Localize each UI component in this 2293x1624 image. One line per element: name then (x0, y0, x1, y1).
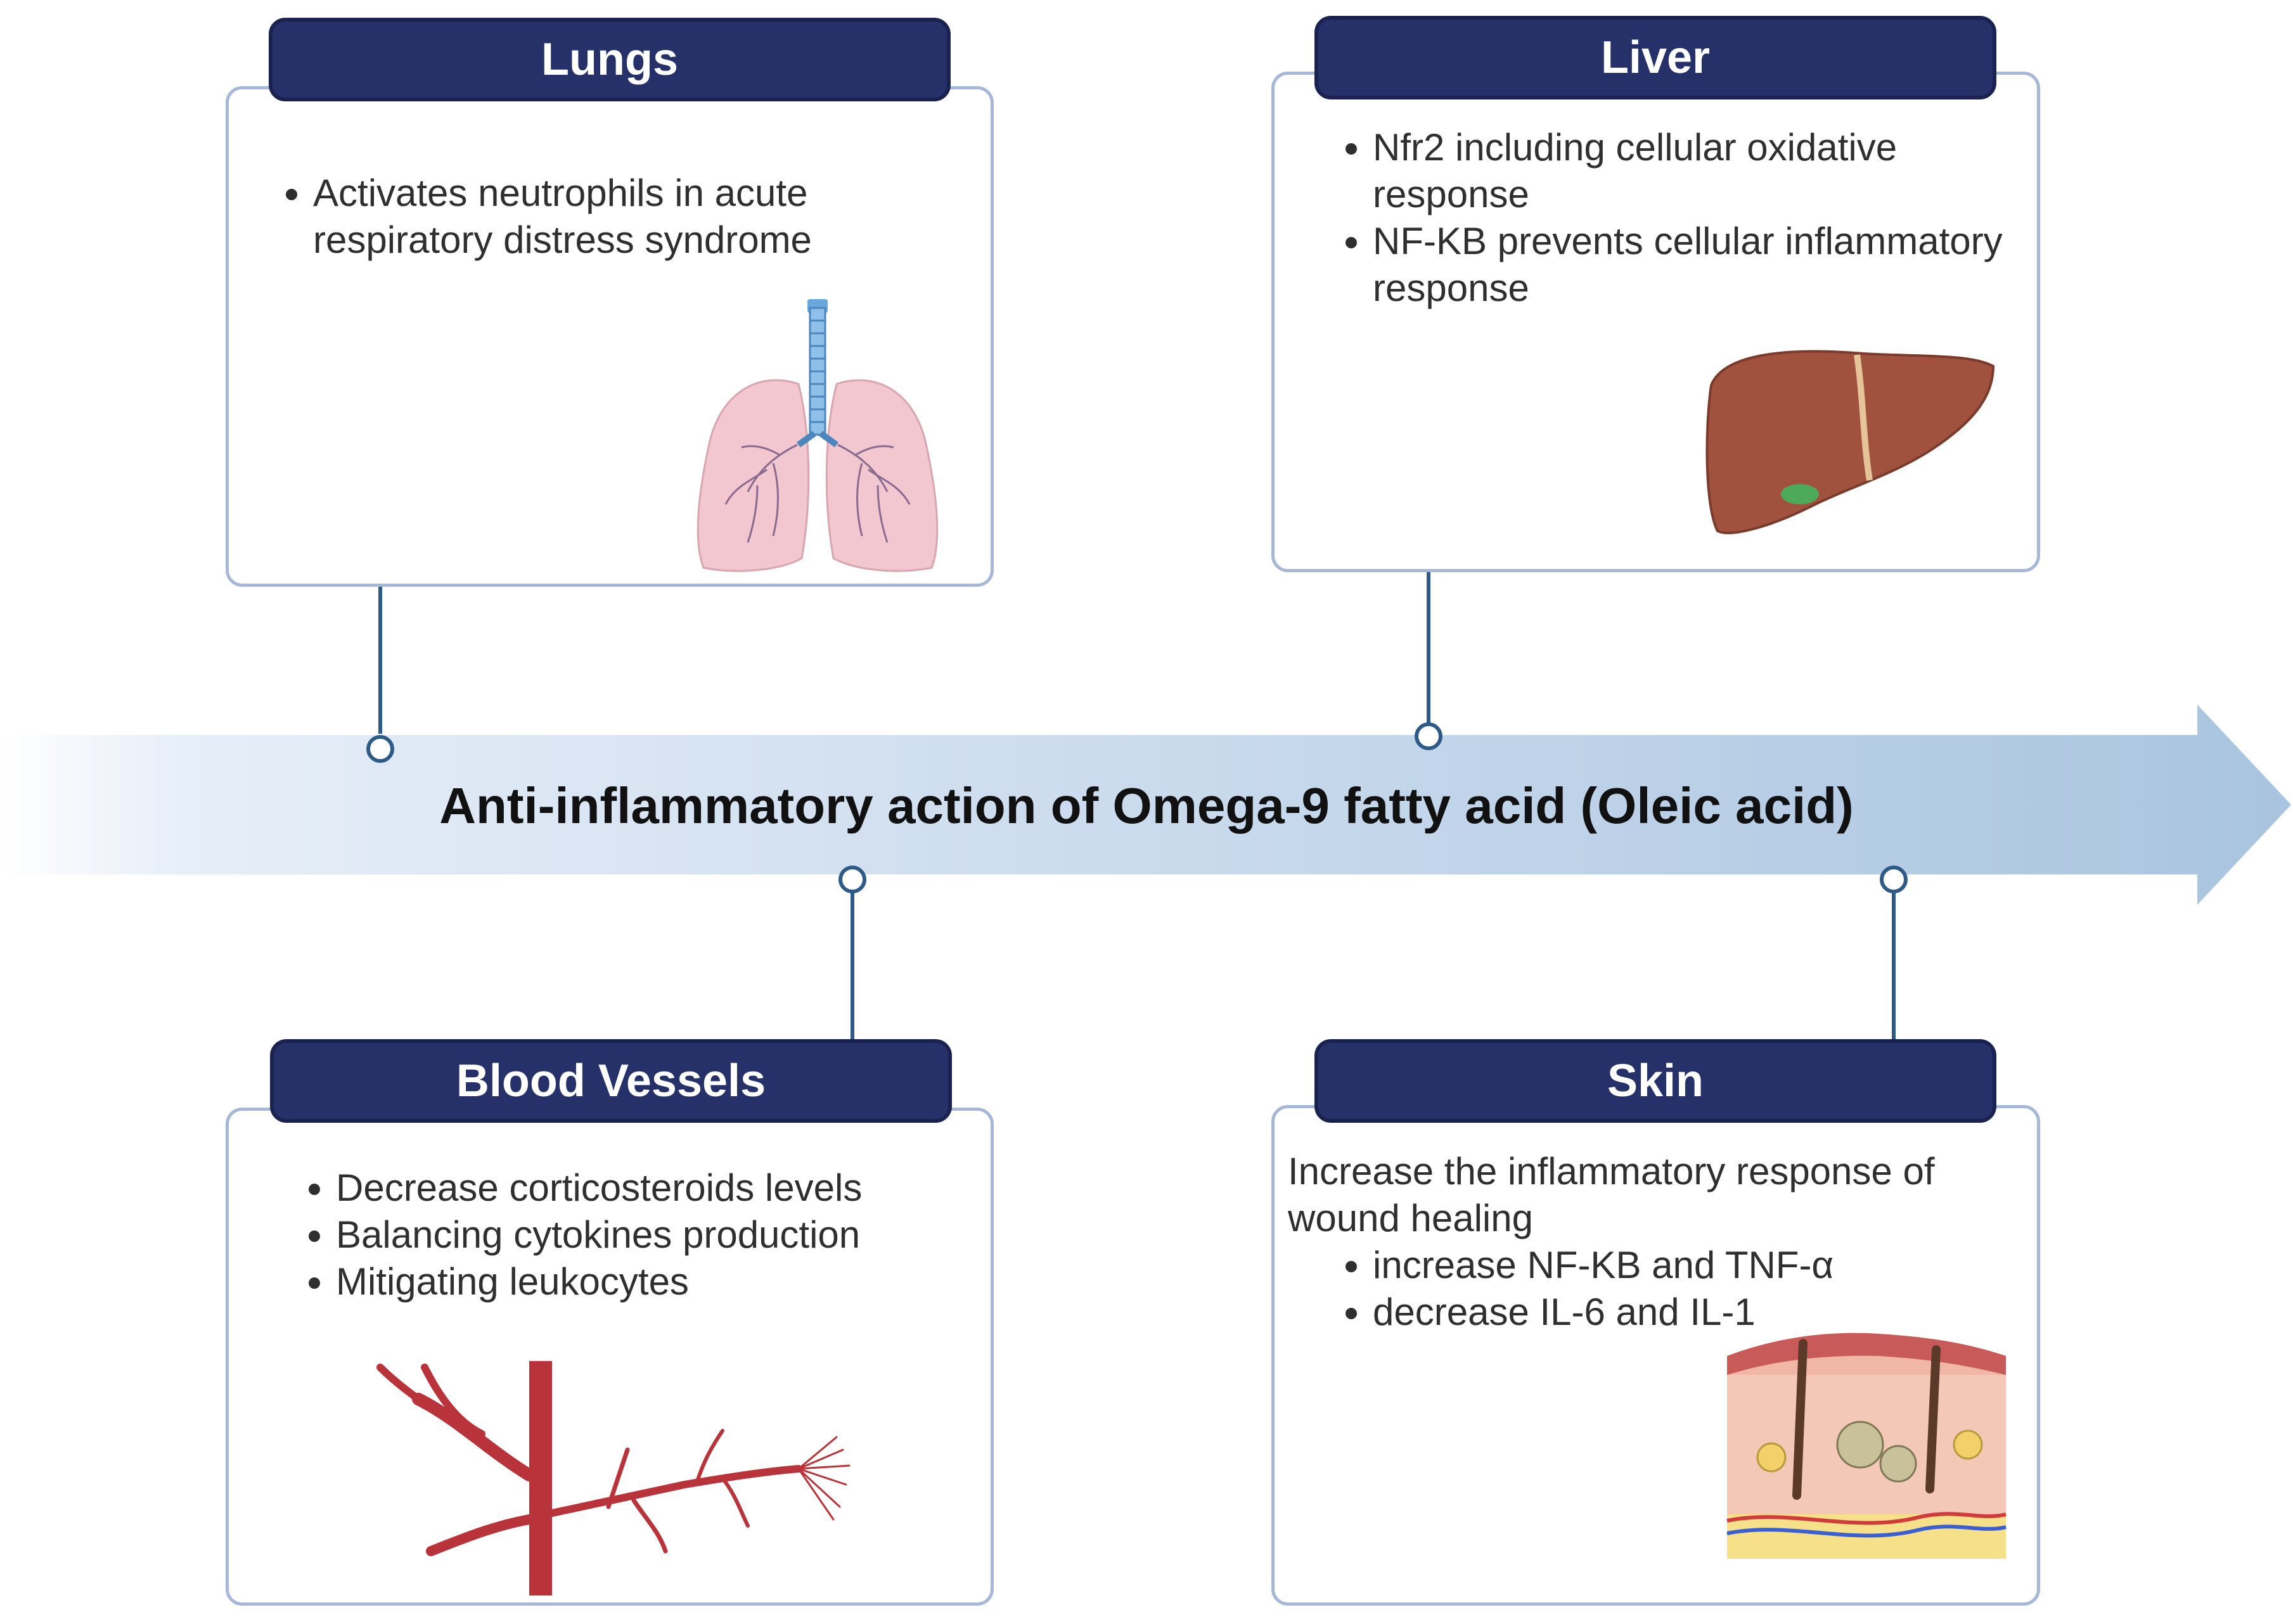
connector-knob-lungs (366, 735, 394, 763)
list-item: Nfr2 including cellular oxidative respon… (1373, 124, 2064, 218)
list-item: Activates neutrophils in acute respirato… (313, 170, 985, 264)
skin-bullet-list: increase NF-KB and TNF-α decrease IL-6 a… (1333, 1242, 2057, 1336)
connector-liver (1427, 572, 1430, 724)
connector-skin (1892, 892, 1896, 1044)
blood-vessel-icon (376, 1361, 851, 1595)
liver-bullet-list: Nfr2 including cellular oxidative respon… (1333, 124, 2064, 312)
list-item: Mitigating leukocytes (336, 1258, 1020, 1305)
list-item: Decrease corticosteroids levels (336, 1165, 1020, 1212)
connector-knob-liver (1415, 722, 1442, 750)
skin-intro-text: Increase the inflammatory response of wo… (1288, 1150, 1935, 1239)
skin-title: Skin (1314, 1039, 1996, 1123)
lungs-title: Lungs (269, 18, 951, 101)
lungs-icon (697, 299, 939, 572)
list-item: decrease IL-6 and IL-1 (1373, 1289, 2057, 1336)
blood-vessels-panel (226, 1108, 994, 1606)
skin-cross-section-icon (1726, 1333, 2007, 1559)
liver-panel (1271, 72, 2040, 572)
list-item: increase NF-KB and TNF-α (1373, 1242, 2057, 1289)
connector-blood-vessels (851, 892, 854, 1044)
connector-lungs (378, 587, 382, 734)
blood-vessels-title: Blood Vessels (270, 1039, 952, 1123)
list-item: NF-KB prevents cellular inflammatory res… (1373, 218, 2064, 312)
blood-vessels-bullet-list: Decrease corticosteroids levels Balancin… (297, 1165, 1020, 1305)
connector-knob-blood-vessels (838, 866, 866, 893)
connector-knob-skin (1880, 866, 1908, 893)
central-arrow-label: Anti-inflammatory action of Omega-9 fatt… (439, 777, 1854, 834)
liver-title: Liver (1314, 16, 1996, 99)
liver-icon (1705, 350, 1995, 534)
list-item: Balancing cytokines production (336, 1212, 1020, 1258)
lungs-bullet-list: Activates neutrophils in acute respirato… (274, 170, 985, 264)
